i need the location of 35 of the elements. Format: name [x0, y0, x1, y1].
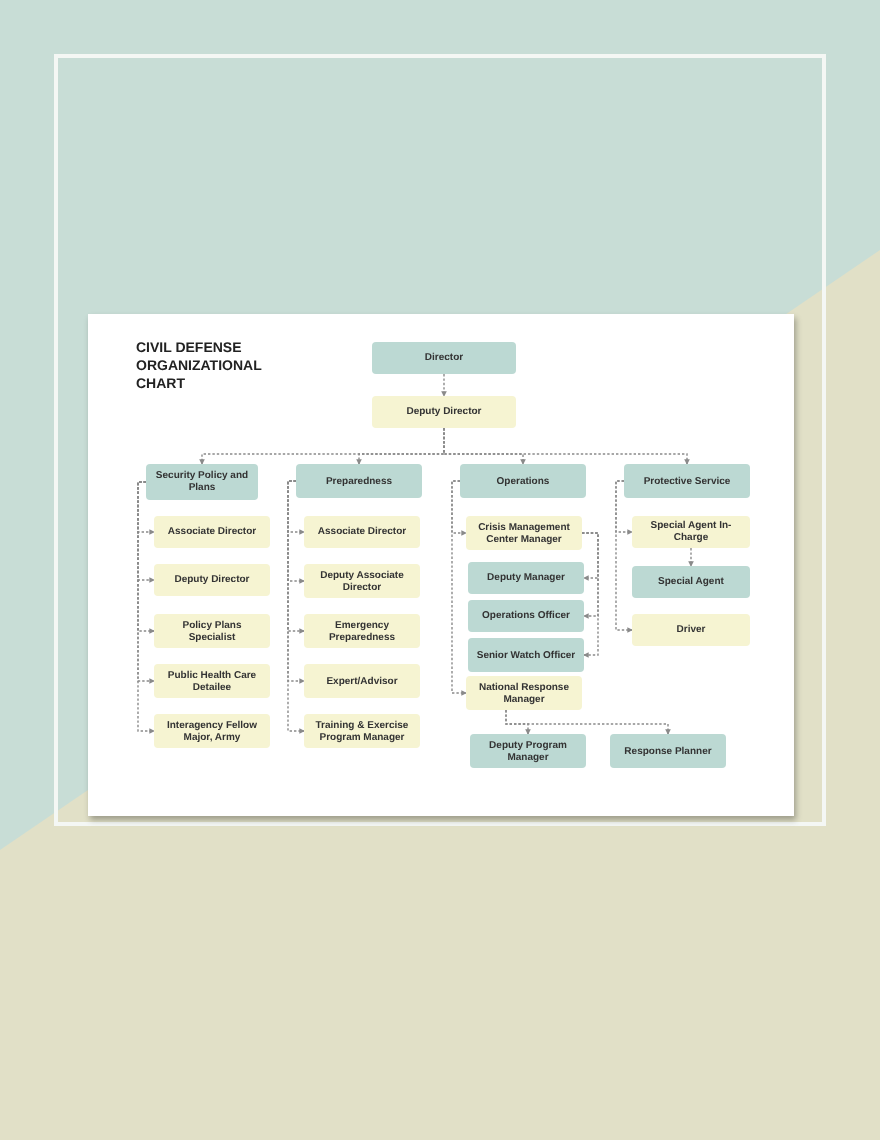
position-box — [154, 516, 270, 548]
connector-arrow — [581, 532, 599, 658]
connector-arrow — [688, 547, 694, 567]
position-box — [304, 664, 420, 698]
connector-arrow — [451, 480, 467, 696]
position-box — [372, 396, 516, 428]
position-box — [154, 564, 270, 596]
department-box — [470, 734, 586, 768]
connector-arrow — [443, 427, 690, 465]
department-box — [146, 464, 258, 500]
department-box — [468, 562, 584, 594]
department-box — [624, 464, 750, 498]
position-box — [304, 516, 420, 548]
position-box — [466, 516, 582, 550]
connector-arrow — [615, 480, 633, 633]
connector-arrow — [137, 481, 155, 734]
department-box — [460, 464, 586, 498]
position-box — [154, 614, 270, 648]
connector-arrow — [505, 709, 671, 735]
department-box — [632, 566, 750, 598]
connector-arrow — [287, 480, 305, 734]
position-box — [632, 614, 750, 646]
position-box — [304, 564, 420, 598]
position-box — [304, 714, 420, 748]
department-box — [372, 342, 516, 374]
position-box — [466, 676, 582, 710]
position-box — [154, 714, 270, 748]
department-box — [468, 638, 584, 672]
position-box — [632, 516, 750, 548]
department-box — [610, 734, 726, 768]
position-box — [154, 664, 270, 698]
connector-arrow — [441, 373, 447, 397]
department-box — [296, 464, 422, 498]
position-box — [304, 614, 420, 648]
department-box — [468, 600, 584, 632]
